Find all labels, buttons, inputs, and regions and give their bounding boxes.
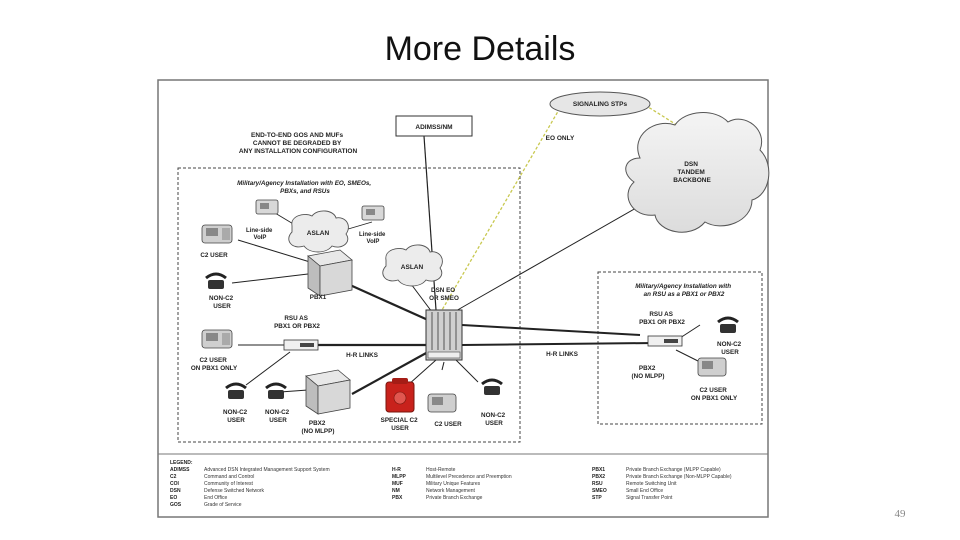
page-number: 49 xyxy=(894,508,906,520)
legend-desc: Small End Office xyxy=(626,488,663,494)
backbone-label: DSN TANDEM BACKBONE xyxy=(673,161,711,184)
legend-desc: Host-Remote xyxy=(426,467,456,473)
legend-desc: Multilevel Precedence and Preemption xyxy=(426,474,512,480)
legend-abbr: COI xyxy=(170,481,180,487)
left-installation-box xyxy=(177,167,521,443)
legend-desc: Private Branch Exchange (Non-MLPP Capabl… xyxy=(626,474,732,480)
legend-desc: Defense Switched Network xyxy=(204,488,265,494)
legend-desc: Grade of Service xyxy=(204,502,242,508)
c2-user-label: C2 USER xyxy=(200,252,228,259)
legend-abbr: MLPP xyxy=(392,474,407,480)
non-c2-user-label: NON-C2 USER xyxy=(265,409,291,424)
rsu-unit-left xyxy=(283,339,319,351)
legend-abbr: STP xyxy=(592,495,602,501)
aslan-label: ASLAN xyxy=(401,264,424,271)
voip-phone-icon xyxy=(361,205,385,221)
non-c2-user-label: NON-C2 USER xyxy=(481,412,507,427)
special-c2-phone-icon xyxy=(385,378,415,413)
legend-desc: Network Management xyxy=(426,488,476,494)
legend-abbr: MUF xyxy=(392,481,403,487)
aslan-label: ASLAN xyxy=(307,230,330,237)
legend-desc: Remote Switching Unit xyxy=(626,481,677,487)
right-installation-box xyxy=(597,271,763,425)
legend-desc: Advanced DSN Integrated Management Suppo… xyxy=(204,467,330,473)
legend-desc: Command and Control xyxy=(204,474,254,480)
c2-user-label: C2 USER xyxy=(434,421,462,428)
c2-phone-icon xyxy=(201,224,233,244)
legend-desc: Signal Transfer Point xyxy=(626,495,673,501)
rsu-as-label: RSU AS PBX1 OR PBX2 xyxy=(274,315,320,330)
non-c2-user-label: NON-C2 USER xyxy=(209,295,235,310)
aslan-cloud-upper xyxy=(288,210,349,253)
legend-title: LEGEND: xyxy=(170,460,193,466)
gos-note: END-TO-END GOS AND MUFs CANNOT BE DEGRAD… xyxy=(239,132,358,155)
legend-abbr: DSN xyxy=(170,488,181,494)
signaling-stps-label: SIGNALING STPs xyxy=(573,101,628,108)
legend-abbr: PBX1 xyxy=(592,467,605,473)
hr-links-label: H-R LINKS xyxy=(346,352,378,359)
right-box-title: Military/Agency Installation with an RSU… xyxy=(635,283,733,298)
signaling-stps-node xyxy=(549,91,651,117)
pbx2-label: PBX2 (NO MLPP) xyxy=(302,420,335,435)
lineside-voip-label: Line-side VoIP xyxy=(246,228,274,241)
eo-only-label: EO ONLY xyxy=(546,135,575,142)
voip-phone-icon xyxy=(255,199,279,215)
hr-links-label: H-R LINKS xyxy=(546,351,578,358)
telephone-icon xyxy=(225,382,247,399)
aslan-cloud-lower xyxy=(382,244,443,287)
rsu-unit-right xyxy=(647,335,683,347)
legend: LEGEND: ADIMSS Advanced DSN Integrated M… xyxy=(170,460,732,508)
dsn-eo-switch xyxy=(425,309,463,361)
legend-abbr: C2 xyxy=(170,474,177,480)
legend-abbr: NM xyxy=(392,488,400,494)
telephone-icon xyxy=(717,316,739,333)
c2-on-pbx1-label: C2 USER ON PBX1 ONLY xyxy=(691,387,738,402)
slide-title: More Details xyxy=(384,30,576,68)
pbx1-label: PBX1 xyxy=(310,294,327,301)
legend-abbr: SMEO xyxy=(592,488,607,494)
special-c2-label: SPECIAL C2 USER xyxy=(381,417,420,432)
legend-desc: End Office xyxy=(204,495,227,501)
lineside-voip-label: Line-side VoIP xyxy=(359,232,387,245)
telephone-icon xyxy=(481,378,503,395)
dsn-backbone-cloud xyxy=(625,112,770,233)
legend-desc: Community of Interest xyxy=(204,481,254,487)
rsu-as-label: RSU AS PBX1 OR PBX2 xyxy=(639,311,685,326)
non-c2-user-label: NON-C2 USER xyxy=(717,341,743,356)
legend-abbr: H-R xyxy=(392,467,401,473)
legend-abbr: PBX2 xyxy=(592,474,605,480)
non-c2-user-label: NON-C2 USER xyxy=(223,409,249,424)
legend-desc: Private Branch Exchange xyxy=(426,495,483,501)
c2-on-pbx1-label: C2 USER ON PBX1 ONLY xyxy=(191,357,238,372)
legend-abbr: PBX xyxy=(392,495,403,501)
dsn-eo-label: DSN EO OR SMEO xyxy=(429,287,459,302)
legend-abbr: GOS xyxy=(170,502,182,508)
c2-phone-icon xyxy=(201,329,233,349)
c2-phone-icon xyxy=(697,357,727,377)
adimss-box xyxy=(395,115,473,137)
legend-desc: Private Branch Exchange (MLPP Capable) xyxy=(626,467,721,473)
c2-phone-icon xyxy=(427,393,457,413)
legend-abbr: RSU xyxy=(592,481,603,487)
telephone-icon xyxy=(265,382,287,399)
telephone-icon xyxy=(205,272,227,289)
pbx1-server xyxy=(307,249,353,297)
left-box-title: Military/Agency Installation with EO, SM… xyxy=(237,180,373,195)
legend-abbr: ADIMSS xyxy=(170,467,190,473)
legend-desc: Military Unique Features xyxy=(426,481,481,487)
pbx2-server xyxy=(305,369,351,415)
pbx2-label: PBX2 (NO MLPP) xyxy=(632,365,665,380)
legend-abbr: EO xyxy=(170,495,177,501)
adimss-label: ADIMSS/NM xyxy=(415,124,452,131)
